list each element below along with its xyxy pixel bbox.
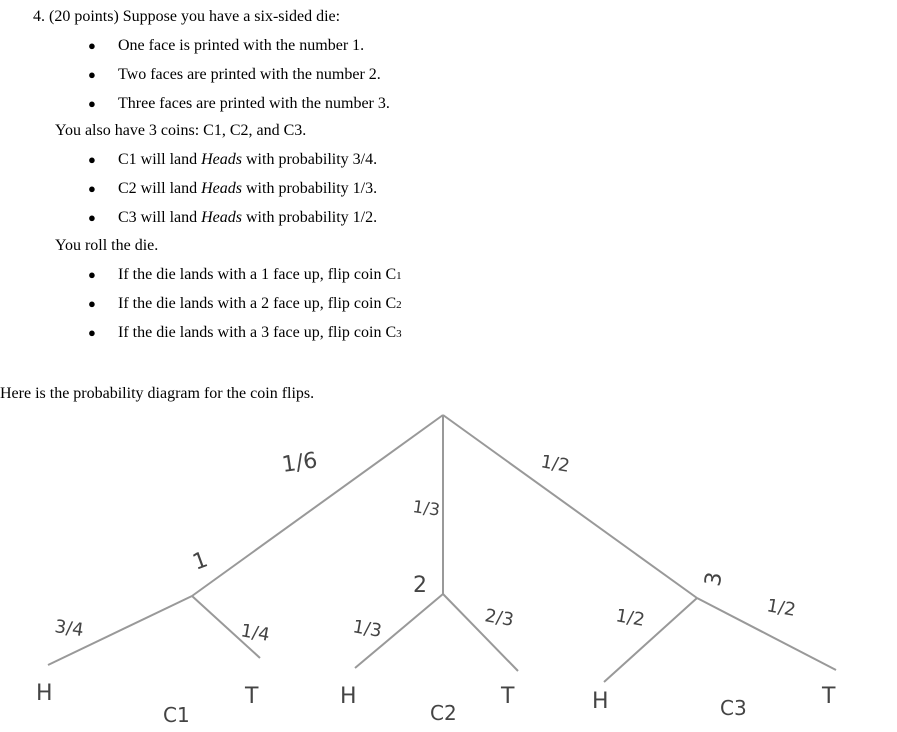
bullet-dot: ● [88,325,96,340]
branch-root-to-3 [442,414,698,599]
bullet-dot: ● [88,210,96,225]
branch-1-to-T [191,595,261,659]
edge-label-root-3: 1/2 [539,451,571,477]
coin-prob-2: C2 will land Heads with probability 1/3. [118,180,378,197]
edge-label-2-H: 1/3 [351,616,383,642]
edge-label-3-T: 1/2 [765,595,797,621]
bullet-dot: ● [88,267,96,282]
branch-2-to-H [354,593,444,669]
branch-root-to-1 [191,414,444,597]
die-face-item-2: Two faces are printed with the number 2. [118,66,381,83]
leaf-label-H-1: H [36,681,53,706]
bullet-dot: ● [88,296,96,311]
coins-intro: You also have 3 coins: C1, C2, and C3. [55,122,307,139]
leaf-label-H-3: H [592,689,609,714]
edge-label-1-H: 3/4 [53,616,85,641]
problem-header: 4. (20 points) Suppose you have a six-si… [33,8,341,25]
node-label-1: 1 [190,547,212,575]
leaf-label-T-2: T [500,684,515,709]
edge-label-2-T: 2/3 [483,605,515,631]
die-face-item-3: Three faces are printed with the number … [118,95,390,112]
coin-label-C3: C3 [720,696,747,720]
die-face-item-1: One face is printed with the number 1. [118,37,365,54]
edge-label-1-T: 1/4 [239,620,271,646]
edge-label-root-2: 1/3 [411,497,441,521]
coin-label-C1: C1 [163,703,190,727]
bullet-dot: ● [88,152,96,167]
rule-item-1: If the die lands with a 1 face up, flip … [118,266,402,283]
node-label-2: 2 [413,573,427,598]
leaf-label-H-2: H [340,684,357,709]
roll-intro: You roll the die. [55,237,159,254]
bullet-dot: ● [88,96,96,111]
bullet-dot: ● [88,38,96,53]
branch-3-to-H [603,597,698,683]
branch-2-to-T [442,593,519,672]
edge-label-root-1: 1/6 [280,448,319,478]
bullet-dot: ● [88,67,96,82]
leaf-label-T-1: T [244,684,259,709]
node-label-3: 3 [701,570,728,588]
branch-1-to-H [47,595,193,666]
coin-label-C2: C2 [430,701,457,725]
rule-item-2: If the die lands with a 2 face up, flip … [118,295,402,312]
diagram-intro: Here is the probability diagram for the … [0,385,315,402]
branch-3-to-T [696,597,837,671]
rule-item-3: If the die lands with a 3 face up, flip … [118,324,402,341]
bullet-dot: ● [88,181,96,196]
edge-label-3-H: 1/2 [614,605,646,631]
coin-prob-3: C3 will land Heads with probability 1/2. [118,209,378,226]
leaf-label-T-3: T [821,684,836,709]
coin-prob-1: C1 will land Heads with probability 3/4. [118,151,378,168]
